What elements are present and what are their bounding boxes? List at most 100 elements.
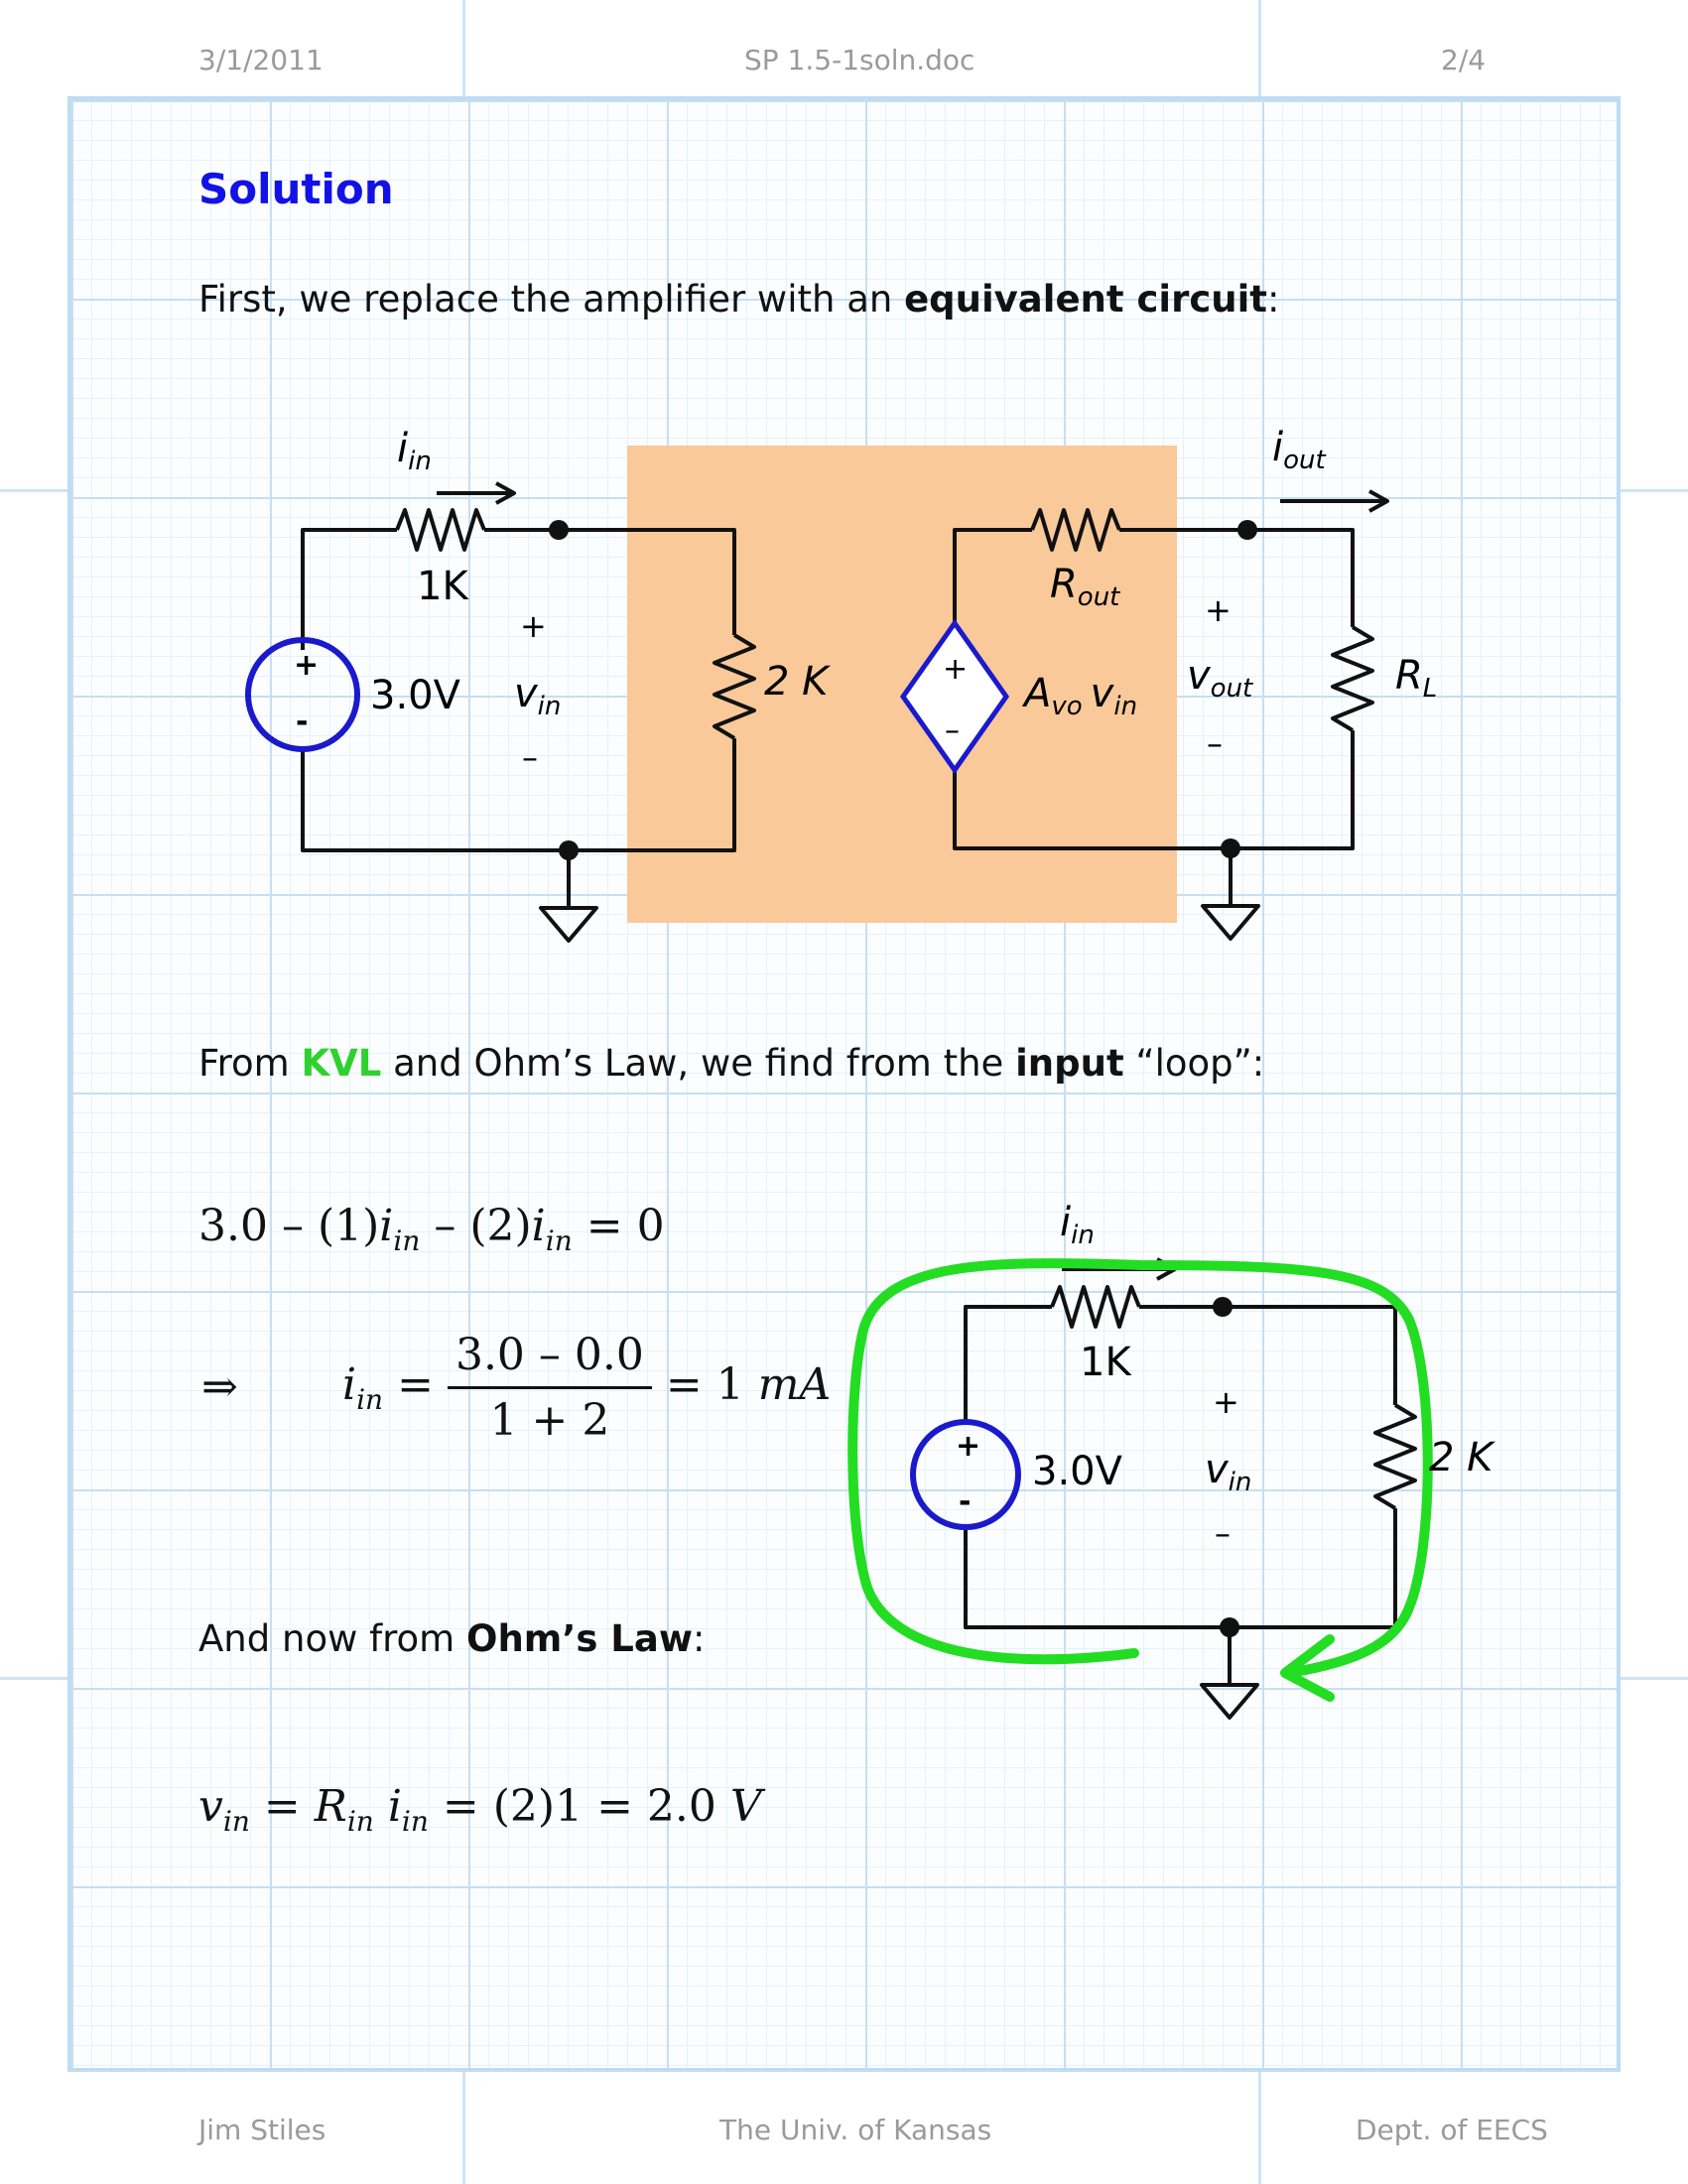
- wire: [301, 738, 736, 852]
- eq2-unit: mA: [757, 1359, 832, 1410]
- eq2-lhs: i: [342, 1359, 357, 1410]
- wire: [953, 730, 1355, 850]
- ohm-text: And now from: [198, 1617, 466, 1660]
- resistor-rout: [1030, 508, 1121, 552]
- rl-label: RL: [1395, 653, 1437, 704]
- eq3-v-sub: in: [222, 1805, 250, 1838]
- footer-university: The Univ. of Kansas: [719, 2114, 992, 2146]
- resistor-2k-label: 2 K: [764, 659, 831, 705]
- vin-plus: +: [520, 607, 547, 645]
- vin-symbol: v: [1205, 1447, 1230, 1492]
- eq3-i-sub: in: [401, 1805, 429, 1838]
- wire: [1139, 1305, 1397, 1405]
- current-arrow-in-head: [495, 481, 516, 505]
- eq3-r: R: [314, 1781, 347, 1832]
- kvl-loop-arrow-head: [1280, 1634, 1335, 1702]
- rl-symbol: R: [1395, 653, 1423, 699]
- source-minus: -: [959, 1484, 971, 1519]
- eq2-denominator: 1 + 2: [489, 1395, 610, 1446]
- ohm-paragraph: And now from Ohm’s Law:: [198, 1617, 706, 1660]
- vin-minus: –: [1215, 1514, 1231, 1552]
- eq3-i: i: [387, 1781, 402, 1832]
- gain-subscript: vo: [1051, 692, 1082, 721]
- eq1-current-2: i: [531, 1201, 546, 1251]
- eq3-rest: = (2)1 = 2.0: [428, 1781, 730, 1832]
- node-dot: [1237, 520, 1257, 540]
- intro-text: First, we replace the amplifier with an: [198, 278, 905, 321]
- eq1-part-b: – (2): [420, 1201, 532, 1251]
- resistor-2k: [713, 633, 756, 740]
- wire: [301, 528, 397, 650]
- header-filename: SP 1.5-1soln.doc: [744, 44, 975, 76]
- input-current-symbol: i: [1060, 1200, 1071, 1245]
- node-dot: [1213, 1297, 1233, 1317]
- wire: [953, 528, 1032, 623]
- kvl-text-end: “loop”:: [1123, 1042, 1265, 1085]
- resistor-1k: [1050, 1285, 1141, 1329]
- vin-subscript: in: [1229, 1468, 1252, 1497]
- voltage-source: [245, 637, 360, 752]
- vin-minus: –: [522, 738, 538, 776]
- input-current-subscript: in: [1071, 1220, 1095, 1250]
- eq1-part-c: = 0: [572, 1201, 665, 1251]
- graph-paper-sheet: [67, 96, 1621, 2072]
- output-current-label: iout: [1272, 425, 1327, 475]
- kvl-equation: 3.0 – (1)iin – (2)iin = 0: [198, 1201, 665, 1257]
- source-minus: -: [296, 705, 308, 739]
- vin-label: vin: [1205, 1447, 1251, 1497]
- dep-source-minus: –: [945, 713, 960, 748]
- eq3-v: v: [198, 1781, 223, 1832]
- ground-symbol: [1201, 904, 1260, 941]
- current-arrow-out-head: [1368, 489, 1389, 513]
- output-current-symbol: i: [1272, 425, 1283, 470]
- wire: [964, 1305, 1052, 1425]
- intro-text-end: :: [1266, 278, 1280, 321]
- dependent-source: [899, 618, 1010, 775]
- header-date: 3/1/2011: [198, 44, 324, 76]
- node-dot: [1221, 838, 1240, 858]
- ohm-bold: Ohm’s Law: [465, 1617, 694, 1660]
- resistor-rl: [1331, 625, 1374, 732]
- kvl-loop-arrow: [847, 1258, 1433, 1677]
- kvl-paragraph: From KVL and Ohm’s Law, we find from the…: [198, 1042, 1264, 1085]
- current-equation: ⇒: [201, 1361, 238, 1412]
- rout-subscript: out: [1078, 582, 1120, 612]
- voltage-source: [910, 1419, 1021, 1530]
- implies-symbol: ⇒: [201, 1361, 238, 1412]
- eq2-lhs-sub: in: [356, 1383, 384, 1416]
- eq3-eq: =: [249, 1781, 315, 1832]
- rl-subscript: L: [1423, 674, 1438, 704]
- vout-plus: +: [1205, 591, 1232, 629]
- resistor-2k-label: 2 K: [1429, 1435, 1495, 1480]
- vout-subscript: out: [1211, 674, 1253, 704]
- resistor-1k: [395, 508, 486, 552]
- eq2-equals: =: [397, 1359, 434, 1410]
- resistor-2k: [1373, 1403, 1417, 1510]
- wire: [964, 1508, 1397, 1629]
- source-value: 3.0V: [1032, 1449, 1123, 1494]
- vin-subscript: in: [538, 692, 562, 721]
- page-title: Solution: [198, 165, 394, 213]
- input-current-subscript: in: [408, 447, 432, 476]
- intro-bold: equivalent circuit: [904, 278, 1267, 321]
- source-value: 3.0V: [370, 673, 461, 718]
- ohm-text-end: :: [693, 1617, 706, 1660]
- vout-symbol: v: [1187, 653, 1212, 699]
- kvl-text-mid: and Ohm’s Law, we find from the: [381, 1042, 1016, 1085]
- ground-symbol: [539, 906, 598, 943]
- eq1-current-sub: in: [393, 1224, 421, 1257]
- input-current-label: iin: [1060, 1200, 1095, 1250]
- eq3-unit: V: [729, 1781, 762, 1832]
- amplifier-box: [627, 446, 1177, 923]
- eq1-current-sub-2: in: [545, 1224, 573, 1257]
- eq2-numerator: 3.0 – 0.0: [447, 1330, 652, 1389]
- source-plus: +: [956, 1429, 980, 1464]
- node-dot: [559, 840, 579, 860]
- gain-v-subscript: in: [1113, 692, 1137, 721]
- eq1-part-a: 3.0 – (1): [198, 1201, 380, 1251]
- input-current-label: iin: [397, 426, 432, 476]
- resistor-1k-label: 1K: [417, 564, 469, 609]
- footer-department: Dept. of EECS: [1356, 2114, 1548, 2146]
